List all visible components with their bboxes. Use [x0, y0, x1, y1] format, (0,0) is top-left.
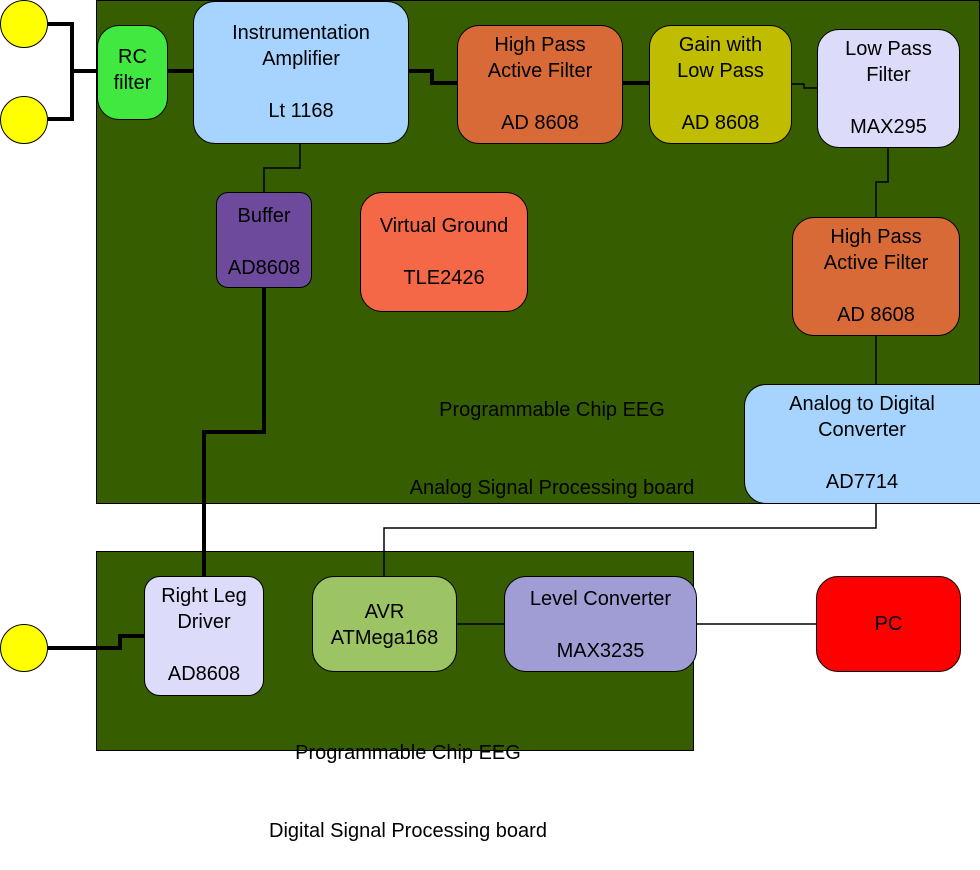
block-label: Instrumentation [232, 22, 370, 44]
electrode-1 [0, 0, 48, 48]
avr-block[interactable]: AVR ATMega168 [312, 576, 457, 672]
virtual-ground-block[interactable]: Virtual Ground TLE2426 [360, 192, 528, 312]
part-number: ATMega168 [330, 627, 439, 649]
block-label: Filter [866, 64, 911, 86]
electrode-3 [0, 624, 48, 672]
block-label: Low Pass [677, 60, 764, 82]
wire-electrode2-rc [48, 71, 74, 121]
adc-block[interactable]: Analog to Digital Converter AD7714 [744, 384, 980, 504]
level-converter-block[interactable]: Level Converter MAX3235 [504, 576, 697, 672]
wire-electrode1-rc [48, 22, 96, 73]
block-label: Level Converter [529, 588, 672, 610]
board-label-line: Digital Signal Processing board [269, 820, 547, 842]
block-label: Active Filter [487, 60, 593, 82]
part-number: AD8608 [167, 663, 241, 685]
electrode-2 [0, 96, 48, 144]
part-number: MAX3235 [556, 640, 645, 662]
block-label: Driver [177, 611, 231, 633]
part-number: AD8608 [227, 257, 301, 279]
instrumentation-amplifier-block[interactable]: Instrumentation Amplifier Lt 1168 [193, 1, 409, 144]
analog-board-label: Programmable Chip EEG Analog Signal Proc… [382, 345, 722, 527]
part-number: AD7714 [825, 471, 899, 493]
low-pass-filter-block[interactable]: Low Pass Filter MAX295 [817, 29, 960, 148]
gain-low-pass-block[interactable]: Gain with Low Pass AD 8608 [649, 25, 792, 144]
buffer-block[interactable]: Buffer AD8608 [216, 192, 312, 288]
board-label-line: Programmable Chip EEG [295, 742, 521, 764]
block-label: High Pass [494, 34, 586, 56]
block-label: Virtual Ground [379, 215, 509, 237]
high-pass-filter-block-2[interactable]: High Pass Active Filter AD 8608 [792, 217, 960, 336]
block-label: Converter [818, 419, 906, 441]
high-pass-filter-block-1[interactable]: High Pass Active Filter AD 8608 [457, 25, 623, 144]
part-number: AD 8608 [681, 112, 760, 134]
block-label: RC [118, 46, 147, 68]
block-label: Active Filter [823, 252, 929, 274]
block-label: Buffer [237, 205, 291, 227]
part-number: Lt 1168 [268, 100, 334, 122]
part-number: MAX295 [850, 116, 927, 138]
board-label-line: Programmable Chip EEG [439, 399, 665, 421]
digital-board-label: Programmable Chip EEG Digital Signal Pro… [238, 688, 578, 870]
part-number: TLE2426 [403, 267, 485, 289]
board-label-line: Analog Signal Processing board [409, 477, 695, 499]
rc-filter-block[interactable]: RC filter [97, 25, 168, 120]
block-label: PC [874, 613, 903, 635]
block-label: Right Leg [161, 585, 247, 607]
part-number: AD 8608 [837, 304, 915, 326]
block-label: filter [113, 72, 152, 94]
block-label: Low Pass [845, 38, 932, 60]
block-label: High Pass [830, 226, 922, 248]
part-number: AD 8608 [501, 112, 579, 134]
pc-block[interactable]: PC [816, 576, 961, 672]
block-label: AVR [364, 601, 405, 623]
block-label: Gain with [678, 34, 763, 56]
right-leg-driver-block[interactable]: Right Leg Driver AD8608 [144, 576, 264, 696]
block-label: Amplifier [262, 48, 340, 70]
block-label: Analog to Digital [789, 393, 935, 415]
